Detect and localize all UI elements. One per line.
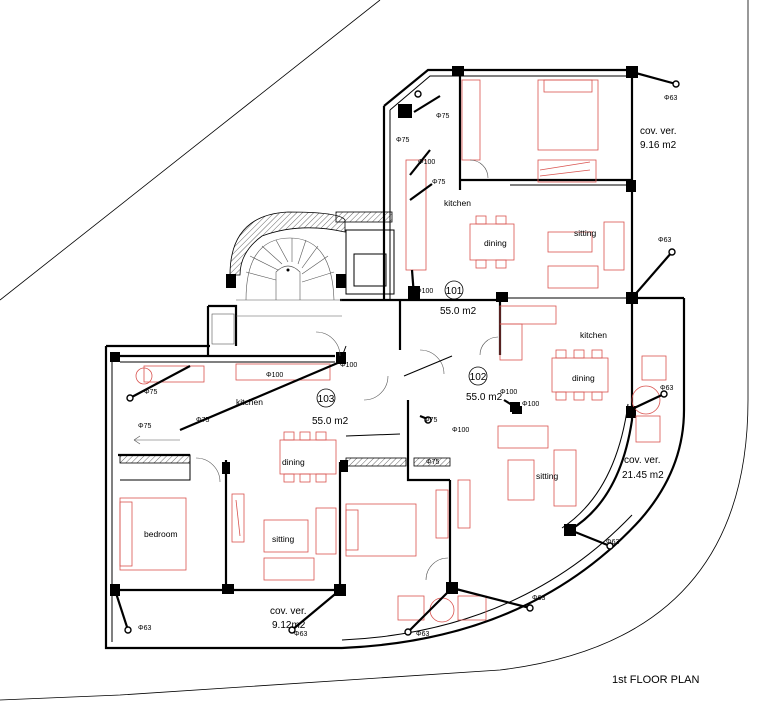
room-label-kitchen-103: kitchen	[236, 397, 263, 407]
furniture	[119, 79, 667, 623]
stair-tower	[211, 211, 395, 345]
veranda-area: 9.16 m2	[640, 140, 677, 151]
apartment-number: 101	[446, 286, 463, 297]
apartment-101: 101 55.0 m2	[440, 280, 477, 317]
pipe-diameter-label: Φ100	[416, 288, 433, 295]
room-label-sitting-103: sitting	[272, 534, 294, 544]
plan-title: 1st FLOOR PLAN	[612, 674, 699, 686]
veranda-label: cov. ver.	[640, 126, 677, 137]
pipe-diameter-label: Φ75	[144, 389, 157, 396]
room-label-bedroom-103: bedroom	[144, 529, 178, 539]
pipe-diameter-label: Φ75	[138, 423, 151, 430]
pipe-diameter-label: Φ63	[660, 385, 673, 392]
apartment-number: 102	[470, 372, 487, 383]
pipe-diameter-label: Φ75	[196, 417, 209, 424]
pipe-diameter-label: Φ63	[294, 631, 307, 638]
interior-partitions	[119, 159, 499, 581]
pipe-diameter-label: Φ63	[658, 237, 671, 244]
apartment-103: 103 55.0 m2	[312, 388, 349, 427]
pipe-diameter-label: Φ100	[340, 362, 357, 369]
building-outline	[104, 68, 686, 650]
structural-columns	[110, 66, 638, 596]
room-label-kitchen-101: kitchen	[444, 198, 471, 208]
pipe-diameter-label: Φ75	[396, 137, 409, 144]
pipe-diameter-label: Φ100	[418, 159, 435, 166]
room-label-sitting-102: sitting	[536, 471, 558, 481]
pipe-diameter-label: Φ63	[664, 95, 677, 102]
pipe-diameter-label: Φ100	[266, 372, 283, 379]
veranda-area: 9.12m2	[272, 620, 306, 631]
room-label-dining-101: dining	[484, 238, 507, 248]
pipe-diameter-label: Φ100	[452, 427, 469, 434]
drain-pipes	[113, 70, 680, 636]
veranda-label: cov. ver.	[270, 606, 307, 617]
veranda-label: cov. ver.	[624, 455, 661, 466]
pipe-diameter-label: Φ63	[532, 595, 545, 602]
apartment-number: 103	[318, 394, 335, 405]
room-label-dining-103: dining	[282, 457, 305, 467]
apartment-area: 55.0 m2	[312, 416, 349, 427]
room-label-dining-102: dining	[572, 373, 595, 383]
pipe-diameter-label: Φ63	[606, 539, 619, 546]
pipe-diameter-label: Φ63	[138, 625, 151, 632]
apartment-area: 55.0 m2	[440, 306, 477, 317]
pipe-diameter-label: Φ75	[432, 179, 445, 186]
pipe-diameter-label: Φ75	[424, 417, 437, 424]
pipe-diameter-label: Φ100	[500, 389, 517, 396]
pipe-labels: Φ63 Φ63 Φ63 Φ63 Φ63 Φ63 Φ63 Φ63 Φ75 Φ75 …	[138, 95, 677, 638]
pipe-diameter-label: Φ63	[416, 631, 429, 638]
pipe-diameter-label: Φ75	[436, 113, 449, 120]
room-label-sitting-101: sitting	[574, 228, 596, 238]
pipe-diameter-label: Φ75	[426, 459, 439, 466]
room-label-kitchen-102: kitchen	[580, 330, 607, 340]
site-boundary	[0, 0, 749, 701]
apartment-area: 55.0 m2	[466, 392, 503, 403]
veranda-area: 21.45 m2	[622, 470, 664, 481]
apartment-102: 102 55.0 m2	[466, 366, 503, 403]
pipe-diameter-label: Φ100	[522, 401, 539, 408]
